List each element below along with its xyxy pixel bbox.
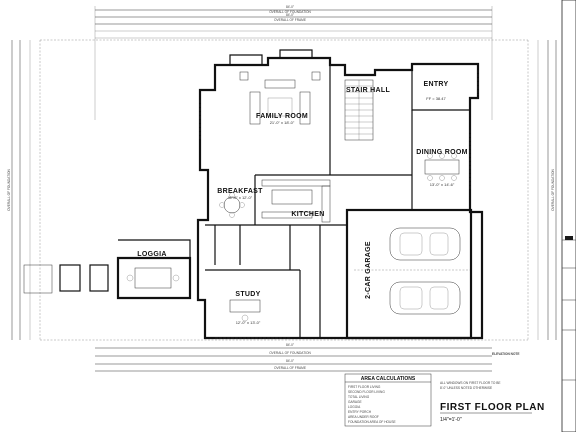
title-strip [561,0,576,432]
stair-hall-label: STAIR HALL [346,87,391,94]
left-dim-label: OVERALL OF FOUNDATION [7,168,11,210]
bottom-dim-2-sub: OVERALL OF FRAME [274,366,306,370]
sheet-title: FIRST FLOOR PLAN [440,402,545,413]
top-dimension-strings: 84'-0" OVERALL OF FOUNDATION 84'-0" OVER… [94,5,493,120]
stairs [344,79,374,141]
window-marks [199,70,479,339]
area-row-1: SECOND FLOOR LIVING [348,390,385,394]
site-lines [39,39,529,341]
area-row-5: ENTRY PORCH [348,410,372,414]
area-row-7: FOUNDATION AREA OF HOUSE [348,420,396,424]
family-room-furniture [239,71,321,125]
breakfast-size: 11'-0" x 12'-0" [228,195,253,200]
plan-notes: ALL WINDOWS ON FIRST FLOOR TO BE 8'-0" U… [440,352,520,390]
loggia-furniture [126,267,180,289]
dining-room-label: DINING ROOM [416,149,468,156]
bottom-dim-2: 84'-0" [286,359,294,363]
study-label: STUDY [235,291,260,298]
entry-ff: FF = 38.47 [426,96,446,101]
notes-line-1: 8'-0" UNLESS NOTED OTHERWISE [440,386,492,390]
area-row-2: TOTAL LIVING [348,395,370,399]
area-calculations-box: AREA CALCULATIONS FIRST FLOOR LIVING SEC… [344,373,432,427]
study-size: 12'-0" x 13'-0" [236,320,261,325]
dining-table [424,153,460,181]
area-calc-title: AREA CALCULATIONS [361,376,416,382]
breakfast-label: BREAKFAST [217,188,263,195]
side-dimension-strings: OVERALL OF FOUNDATION OVERALL OF FOUNDAT… [7,40,557,340]
bottom-dim-1: 84'-0" [286,343,294,347]
study-furniture [229,299,261,322]
notes-heading: ELEVATION NOTE [492,352,520,356]
right-dim-label: OVERALL OF FOUNDATION [551,168,555,210]
entry-label: ENTRY [424,81,449,88]
sheet-scale: 1/4"=1'-0" [440,417,462,423]
dining-room-size: 13'-0" x 14'-6" [430,182,455,187]
garage-label: 2-CAR GARAGE [365,241,372,299]
top-dim-1-sub: OVERALL OF FOUNDATION [269,10,311,14]
sheet-title-block: FIRST FLOOR PLAN 1/4"=1'-0" [440,402,545,423]
family-room-label: FAMILY ROOM [256,113,308,120]
area-row-6: AREA UNDER ROOF [348,415,379,419]
area-row-3: GARAGE [348,400,362,404]
top-dim-2-sub: OVERALL OF FRAME [274,18,306,22]
kitchen-label: KITCHEN [291,211,324,218]
room-labels: FAMILY ROOM 21'-0" x 18'-0" STAIR HALL E… [137,81,467,325]
garage-cars [354,227,470,315]
kitchen-fixtures [261,179,331,223]
interior-walls [205,65,413,338]
area-row-4: LOGGIA [348,405,361,409]
bottom-dimension-strings: 84'-0" OVERALL OF FOUNDATION 84'-0" OVER… [95,343,492,372]
top-dim-1: 84'-0" [286,5,294,9]
family-room-size: 21'-0" x 18'-0" [270,120,295,125]
notes-line-0: ALL WINDOWS ON FIRST FLOOR TO BE [440,381,500,385]
bottom-dim-1-sub: OVERALL OF FOUNDATION [269,351,311,355]
area-row-0: FIRST FLOOR LIVING [348,385,381,389]
top-dim-2: 84'-0" [286,13,294,17]
breakfast-table [219,192,245,218]
loggia-label: LOGGIA [137,251,166,258]
